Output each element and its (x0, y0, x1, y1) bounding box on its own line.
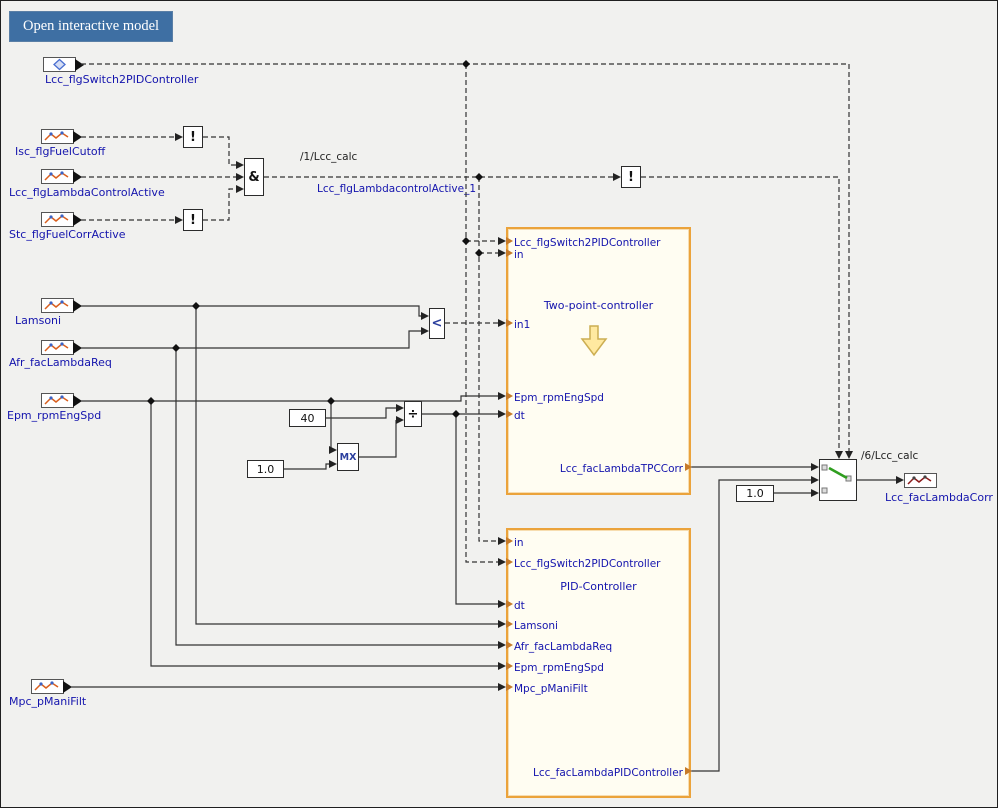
wire (359, 420, 397, 458)
pid-port-label-afr-faclambdareq: Afr_facLambdaReq (514, 641, 613, 653)
junction-dots (147, 60, 483, 418)
inport-label: Lcc_flgSwitch2PIDController (45, 73, 199, 86)
waveform-signal-icon (907, 475, 932, 485)
pid-port-label-lcc-flgswitch2pidcontroller: Lcc_flgSwitch2PIDController (514, 558, 661, 570)
wire (329, 401, 332, 451)
inport-lcc-flglambdacontrolactive[interactable] (41, 169, 82, 184)
wire (81, 305, 421, 317)
switch-icon (821, 464, 852, 494)
pid-port-label-epm-rpmengspd: Epm_rpmEngSpd (514, 662, 604, 674)
inport-isc-flgfuelcutoff[interactable] (41, 129, 82, 144)
not-block-2[interactable]: ! (183, 209, 203, 231)
inport-label: Afr_facLambdaReq (9, 356, 112, 369)
outflow-arrow-icon (73, 342, 82, 354)
waveform-signal-icon (44, 214, 69, 224)
wire (203, 188, 236, 221)
inport-lcc-flgswitch2pidcontroller[interactable] (43, 57, 84, 72)
inport-stc-flgfuelcorractive[interactable] (41, 212, 82, 227)
pid-port-label-mpc-pmanifilt: Mpc_pManiFilt (514, 683, 588, 695)
switch-block[interactable] (819, 459, 857, 501)
pid-controller-subsystem[interactable]: in Lcc_flgSwitch2PIDController PID-Contr… (506, 528, 691, 798)
waveform-signal-icon (44, 171, 69, 181)
wire (478, 177, 498, 542)
constant-40-block[interactable]: 40 (289, 409, 326, 427)
open-interactive-model-button[interactable]: Open interactive model (9, 11, 174, 42)
block-path-label: /1/Lcc_calc (300, 151, 358, 163)
inport-label: Epm_rpmEngSpd (7, 409, 102, 422)
not-block-1[interactable]: ! (183, 126, 203, 148)
relational-operator-block[interactable]: < (429, 308, 445, 339)
inport-mpc-pmanifilt[interactable] (31, 679, 72, 694)
constant-1-block-switch[interactable]: 1.0 (736, 485, 774, 502)
waveform-signal-icon (44, 395, 69, 405)
inport-afr-faclambdareq[interactable] (41, 340, 82, 355)
tpc-port-label-dt: dt (514, 410, 525, 422)
divide-block[interactable]: ÷ (404, 401, 422, 427)
diamond-signal-icon (53, 58, 66, 71)
outflow-arrow-icon (75, 59, 84, 71)
outport-label: Lcc_facLambdaCorr (885, 491, 993, 504)
waveform-signal-icon (44, 131, 69, 141)
tpc-output-label: Lcc_facLambdaTPCCorr (559, 463, 683, 475)
pid-output-label: Lcc_facLambdaPIDController (533, 767, 683, 779)
wire (284, 463, 329, 470)
tpc-port-label-lcc-flgswitch2pidcontroller: Lcc_flgSwitch2PIDController (514, 237, 661, 249)
waveform-signal-icon (44, 300, 69, 310)
outflow-arrow-icon (73, 300, 82, 312)
wires-solid (71, 305, 896, 772)
wire (455, 414, 498, 605)
pid-port-label-in: in (514, 537, 524, 549)
outflow-arrow-icon (73, 395, 82, 407)
block-path-label: /6/Lcc_calc (861, 450, 919, 462)
inport-label: Mpc_pManiFilt (9, 695, 87, 708)
down-arrow-icon (580, 325, 608, 361)
waveform-signal-icon (34, 681, 59, 691)
constant-1-block[interactable]: 1.0 (247, 460, 284, 478)
inport-label: Lcc_flgLambdaControlActive (9, 186, 165, 199)
and-block[interactable]: & (244, 158, 264, 196)
pid-port-label-dt: dt (514, 600, 525, 612)
tpc-port-label-in: in (514, 249, 524, 261)
wire (175, 348, 498, 646)
wire (81, 395, 498, 402)
outflow-arrow-icon (73, 214, 82, 226)
wire (691, 479, 811, 772)
outflow-arrow-icon (73, 171, 82, 183)
outport-lcc-faclambdacorr[interactable] (904, 473, 937, 488)
outflow-arrow-icon (63, 681, 72, 693)
inport-epm-rpmengspd[interactable] (41, 393, 82, 408)
outflow-arrow-icon (73, 131, 82, 143)
wire (203, 136, 236, 166)
pid-title: PID-Controller (560, 580, 637, 593)
two-point-controller-subsystem[interactable]: Lcc_flgSwitch2PIDController in Two-point… (506, 227, 691, 495)
tpc-port-label-epm-rpmengspd: Epm_rpmEngSpd (514, 392, 604, 404)
inport-label: Stc_flgFuelCorrActive (9, 228, 126, 241)
minmax-block[interactable]: MX (337, 443, 359, 471)
tpc-title: Two-point-controller (543, 299, 654, 312)
tpc-port-label-in1: in1 (514, 319, 531, 331)
inport-lamsoni[interactable] (41, 298, 82, 313)
wire (465, 64, 498, 563)
inport-label: Isc_flgFuelCutoff (15, 145, 106, 158)
signal-name-label: Lcc_flgLambdacontrolActive_1 (317, 183, 477, 195)
wire (326, 407, 396, 419)
wire (150, 401, 498, 667)
wire (81, 63, 850, 451)
not-block-3[interactable]: ! (621, 166, 641, 188)
inport-label: Lamsoni (15, 314, 62, 327)
wire (81, 330, 421, 349)
pid-port-label-lamsoni: Lamsoni (514, 620, 558, 632)
waveform-signal-icon (44, 342, 69, 352)
